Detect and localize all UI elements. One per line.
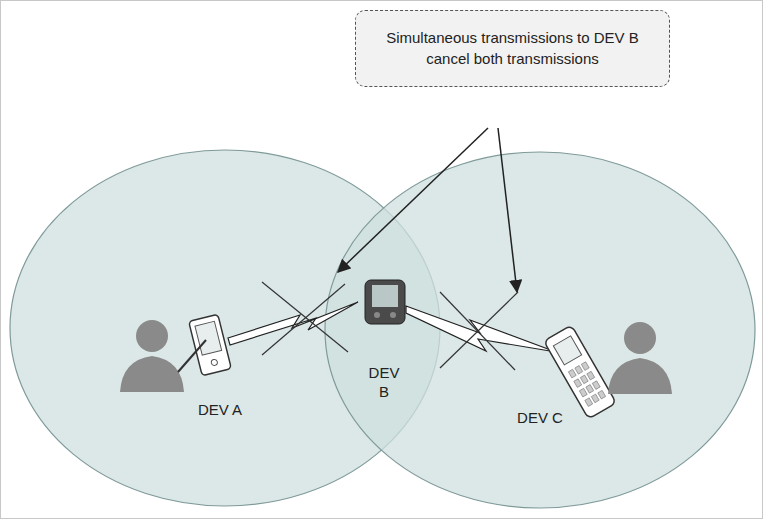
cancel-cross: [440, 292, 518, 368]
callout-arrow: [338, 128, 488, 272]
callout-arrow: [498, 128, 517, 292]
person-icon: [608, 322, 672, 394]
radio-link: [406, 306, 556, 352]
callout-text: Simultaneous transmissions to DEV B canc…: [368, 27, 657, 69]
device-label: DEV C: [510, 408, 570, 427]
device-label: DEV B: [366, 363, 402, 401]
callout-box: Simultaneous transmissions to DEV B canc…: [355, 10, 670, 87]
phone-device: [544, 325, 617, 419]
person-icon: [120, 320, 184, 392]
stylus: [178, 340, 206, 372]
cancel-cross: [262, 284, 345, 355]
radio-link: [228, 302, 358, 345]
device-b: [365, 280, 405, 324]
device-label: DEV A: [190, 400, 250, 419]
pda-device: [189, 314, 232, 376]
coverage-area: [325, 152, 755, 508]
